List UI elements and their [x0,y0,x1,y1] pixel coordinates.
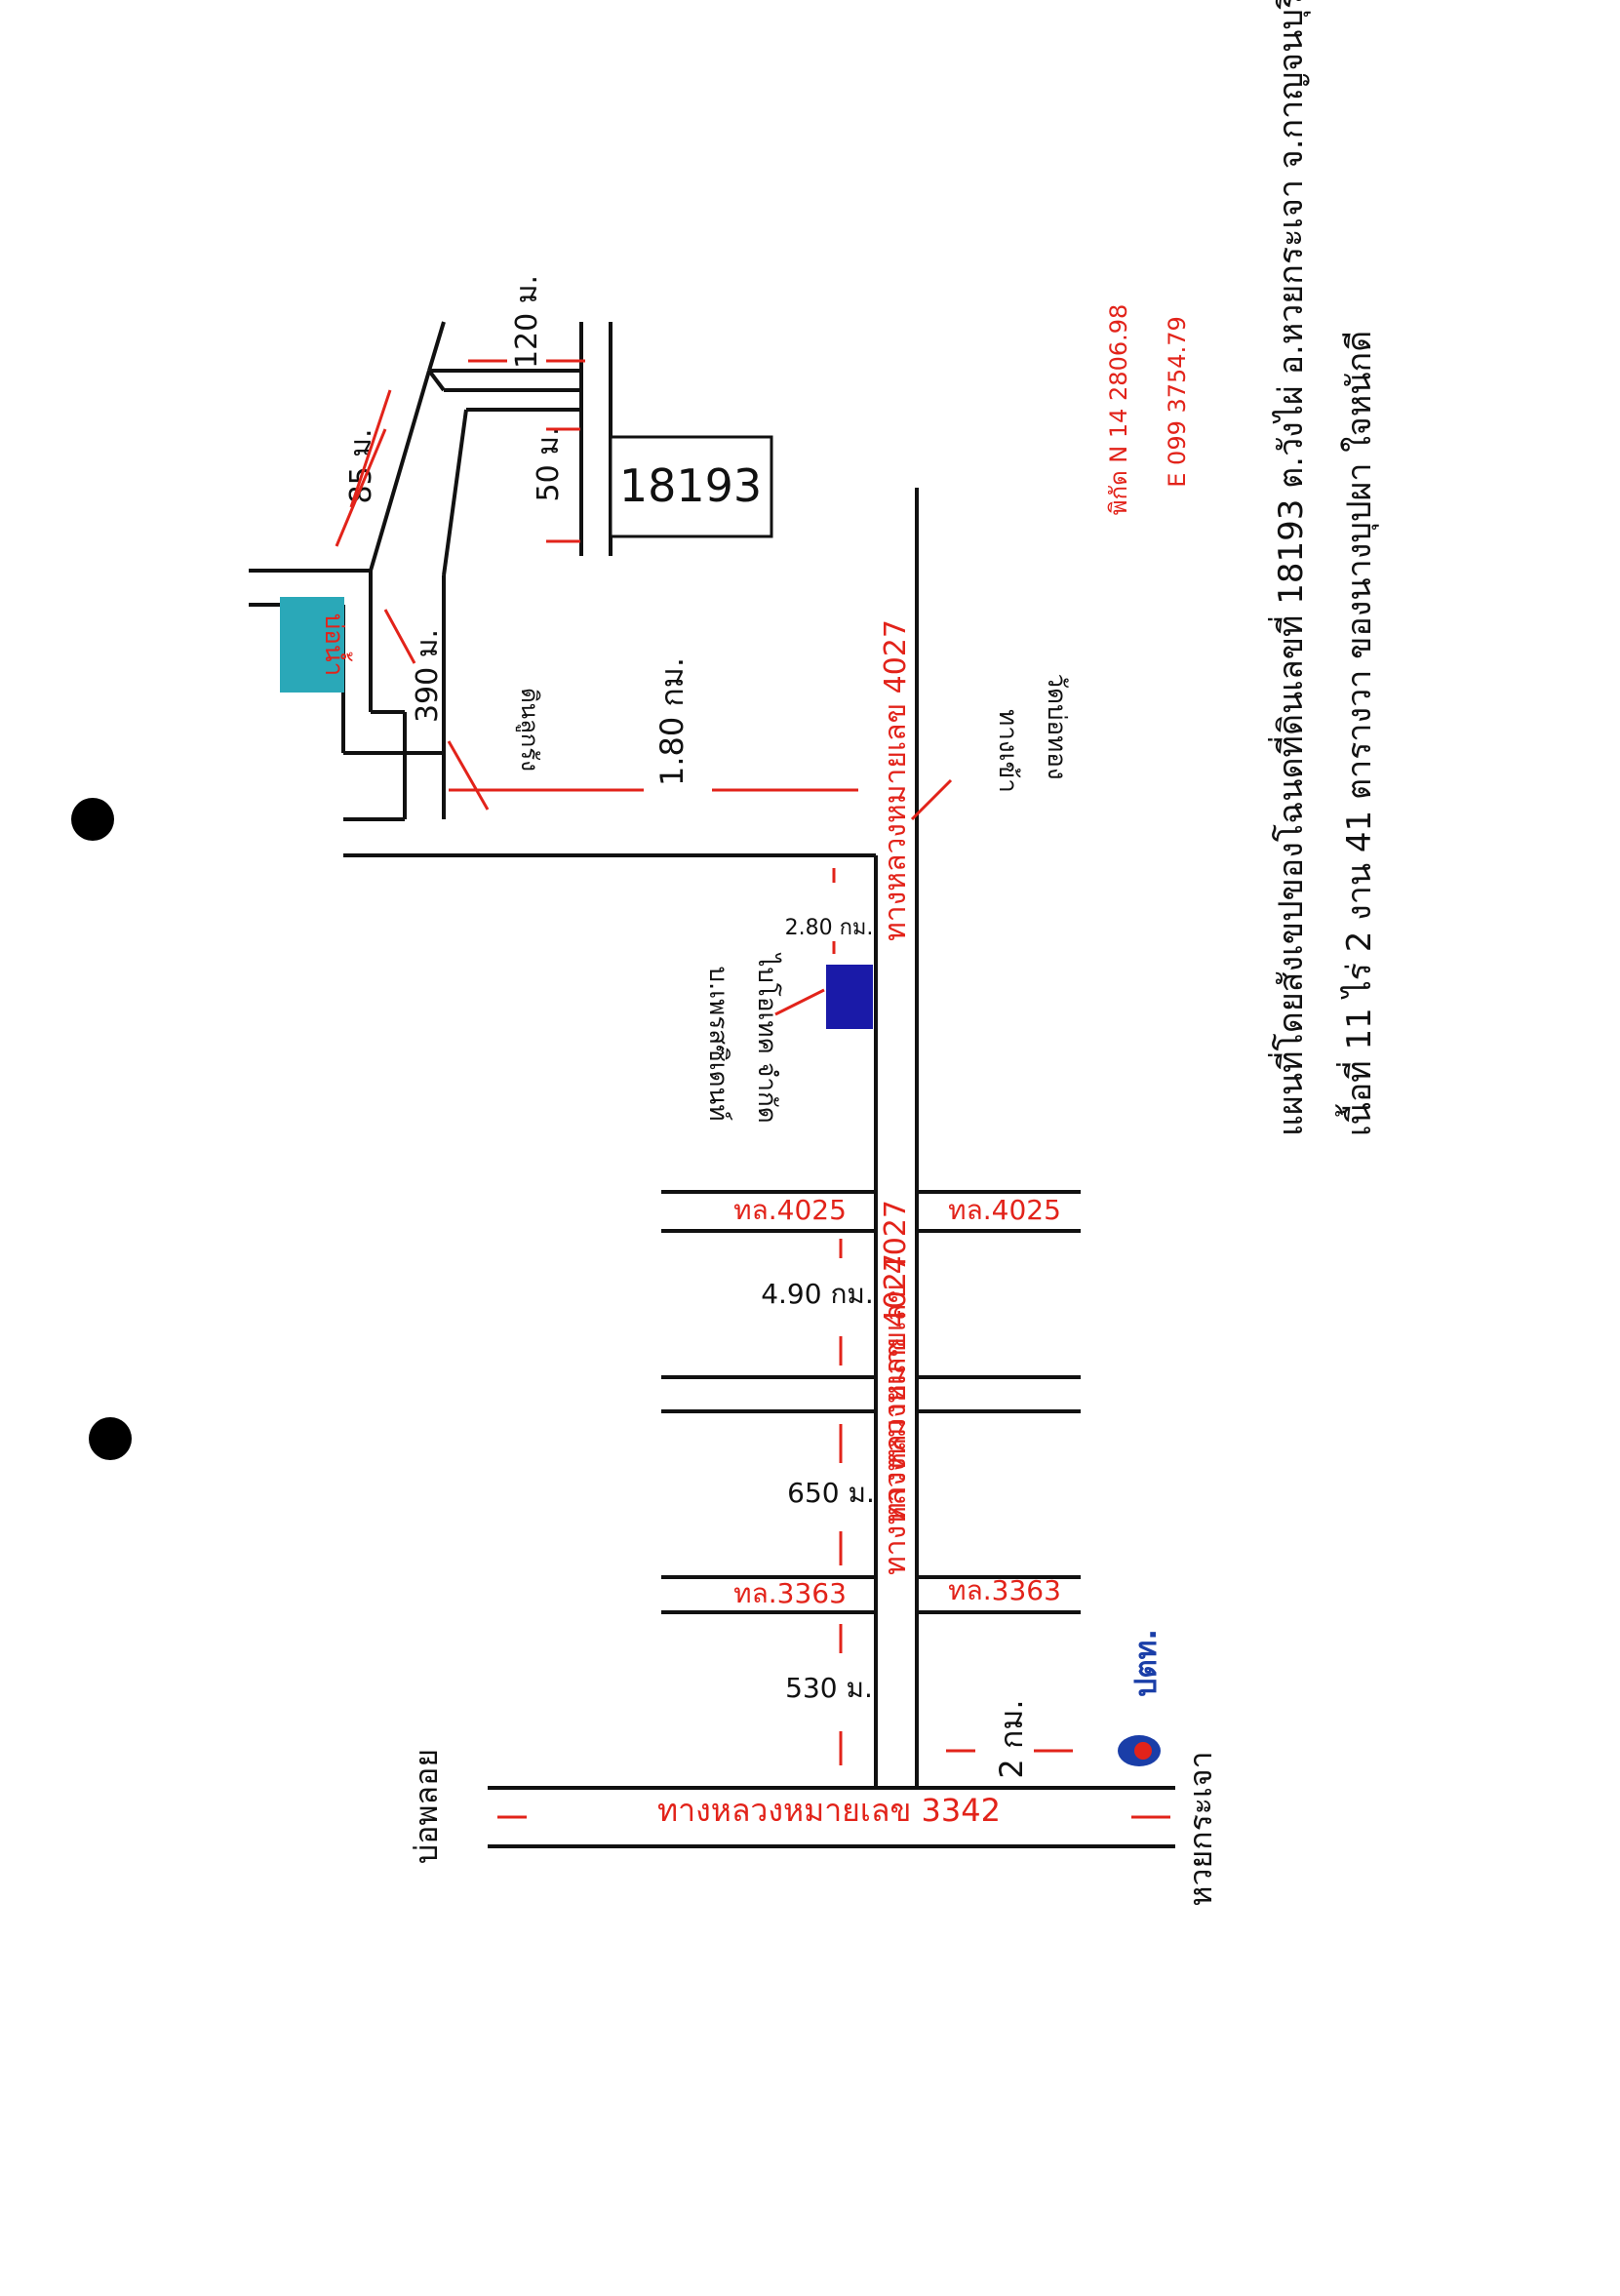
pond: บ่อน้ำ [280,597,353,693]
distance-1-80km: 1.80 กม. [653,657,691,786]
road-4025 [661,1190,1081,1233]
pond-label: บ่อน้ำ [319,614,353,677]
distance-120m: 120 ม. [510,275,544,369]
label-bo-phloi: บ่อพลอย [408,1749,445,1864]
label-tl3363-right: ทล.3363 [948,1574,1061,1606]
map-title: แผนที่โดยสังเขปของโฉนดที่ดินเลขที่ 18193… [1268,0,1311,1136]
ptt-brand-text: ปตท. [1129,1629,1164,1697]
label-tl4025-right: ทล.4025 [948,1194,1061,1226]
highway-3342 [488,1786,1175,1848]
binder-hole-top [71,798,114,841]
highway-4027 [343,488,919,1788]
distance-50m: 50 ม. [532,426,566,501]
distance-530m: 530 ม. [785,1672,873,1704]
binder-hole-bottom [89,1417,132,1460]
label-hwy-3342: ทางหลวงหมายเลข 3342 [657,1792,1001,1829]
label-temple-line2: วัดบ่อทอง [1042,673,1071,779]
label-tl3363-left: ทล.3363 [733,1577,847,1609]
distance-2km: 2 กม. [993,1699,1030,1778]
label-dirt-road: ดินลูกรัง [515,688,543,772]
coordinate-north: พิกัด N 14 2806.98 [1105,304,1132,516]
coordinate-east: E 099 3754.79 [1164,316,1191,487]
label-hwy-4027-upper: ทางหลวงหมายเลข 4027 [879,619,913,941]
branch-road [249,321,612,821]
label-tl4025-left: ทล.4025 [733,1194,847,1226]
label-hwy-4027-lower: ทางหลวงหมายเลข 4027 [879,1253,913,1575]
plot-18193: 18193 [609,435,773,538]
road-unnamed [661,1375,1081,1413]
dimension-arrows [335,359,1170,1819]
road-3363 [661,1575,1081,1614]
label-company-line2: ไบโอเทค จำกัด [752,952,782,1123]
label-huai-krachao: หวยกระเจา [1182,1751,1219,1906]
plot-number: 18193 [619,459,762,512]
distance-390m: 390 ม. [411,629,445,723]
distance-4-90km: 4.90 กม. [761,1278,874,1310]
ptt-logo-icon: ปตท. [1118,1629,1164,1766]
label-temple-line1: ทางเข้า [993,709,1022,793]
distance-2-80km: 2.80 กม. [785,916,874,940]
map-subtitle: เนื้อที่ 11 ไร่ 2 งาน 41 ตารางวา ของนางบ… [1335,331,1379,1136]
distance-650m: 650 ม. [787,1477,875,1509]
company-block [826,965,873,1029]
label-hwy-4027-middle: ทางหลวงหมายเลข 4027 [879,1200,913,1522]
label-company-line1: บ.เพรสซิเดนท์ [703,967,732,1122]
